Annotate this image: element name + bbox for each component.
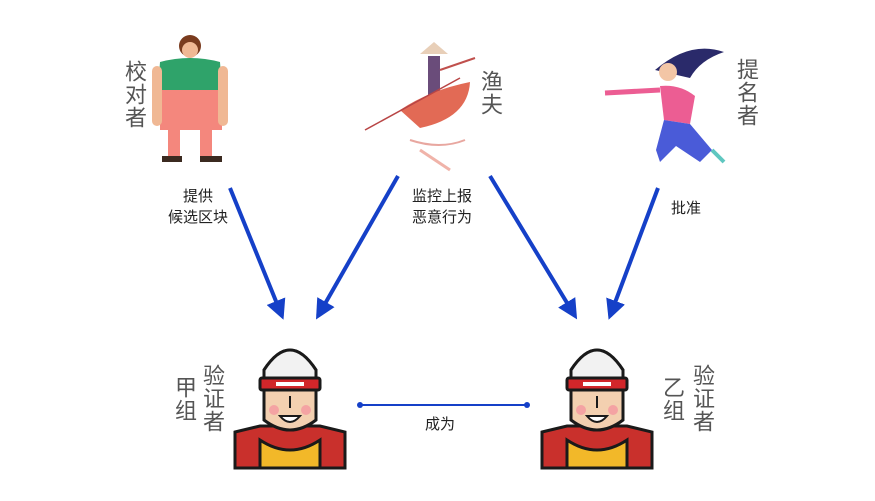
edge-caption-proofreader-line1: 提供 <box>182 187 213 205</box>
edge-caption-proofreader: 提供 候选区块 <box>148 186 248 228</box>
arrow-fisherman-to-a <box>316 175 400 320</box>
edge-caption-fisherman: 监控上报 恶意行为 <box>392 186 492 228</box>
edge-caption-fisherman-line2: 恶意行为 <box>411 208 472 226</box>
proofreader-figure <box>152 35 228 162</box>
nominator-label: 提名者 <box>733 58 758 127</box>
arrow-nominator-to-b <box>606 187 660 320</box>
nominator-figure <box>604 48 726 164</box>
edge-caption-proofreader-line2: 候选区块 <box>167 208 228 226</box>
edge-caption-becomes: 成为 <box>424 415 455 433</box>
edge-caption-fisherman-line1: 监控上报 <box>411 187 472 205</box>
validator-a-role-label: 验证者 <box>199 364 224 433</box>
arrow-proofreader-to-a <box>228 187 286 320</box>
edge-caption-nominator: 批准 <box>670 199 701 217</box>
arrow-fisherman-to-b <box>488 174 578 320</box>
fisherman-figure <box>364 42 476 172</box>
connector-start-dot <box>357 402 363 408</box>
validator-b-role-label: 验证者 <box>689 364 714 433</box>
validator-b-figure <box>540 348 654 470</box>
connector-end-dot <box>524 402 530 408</box>
fisherman-label: 渔夫 <box>477 70 502 116</box>
proofreader-label: 校对者 <box>121 60 146 129</box>
validator-b-group-label: 乙组 <box>659 376 684 422</box>
validator-a-group-label: 甲组 <box>171 376 196 422</box>
validator-a-figure <box>233 348 347 470</box>
